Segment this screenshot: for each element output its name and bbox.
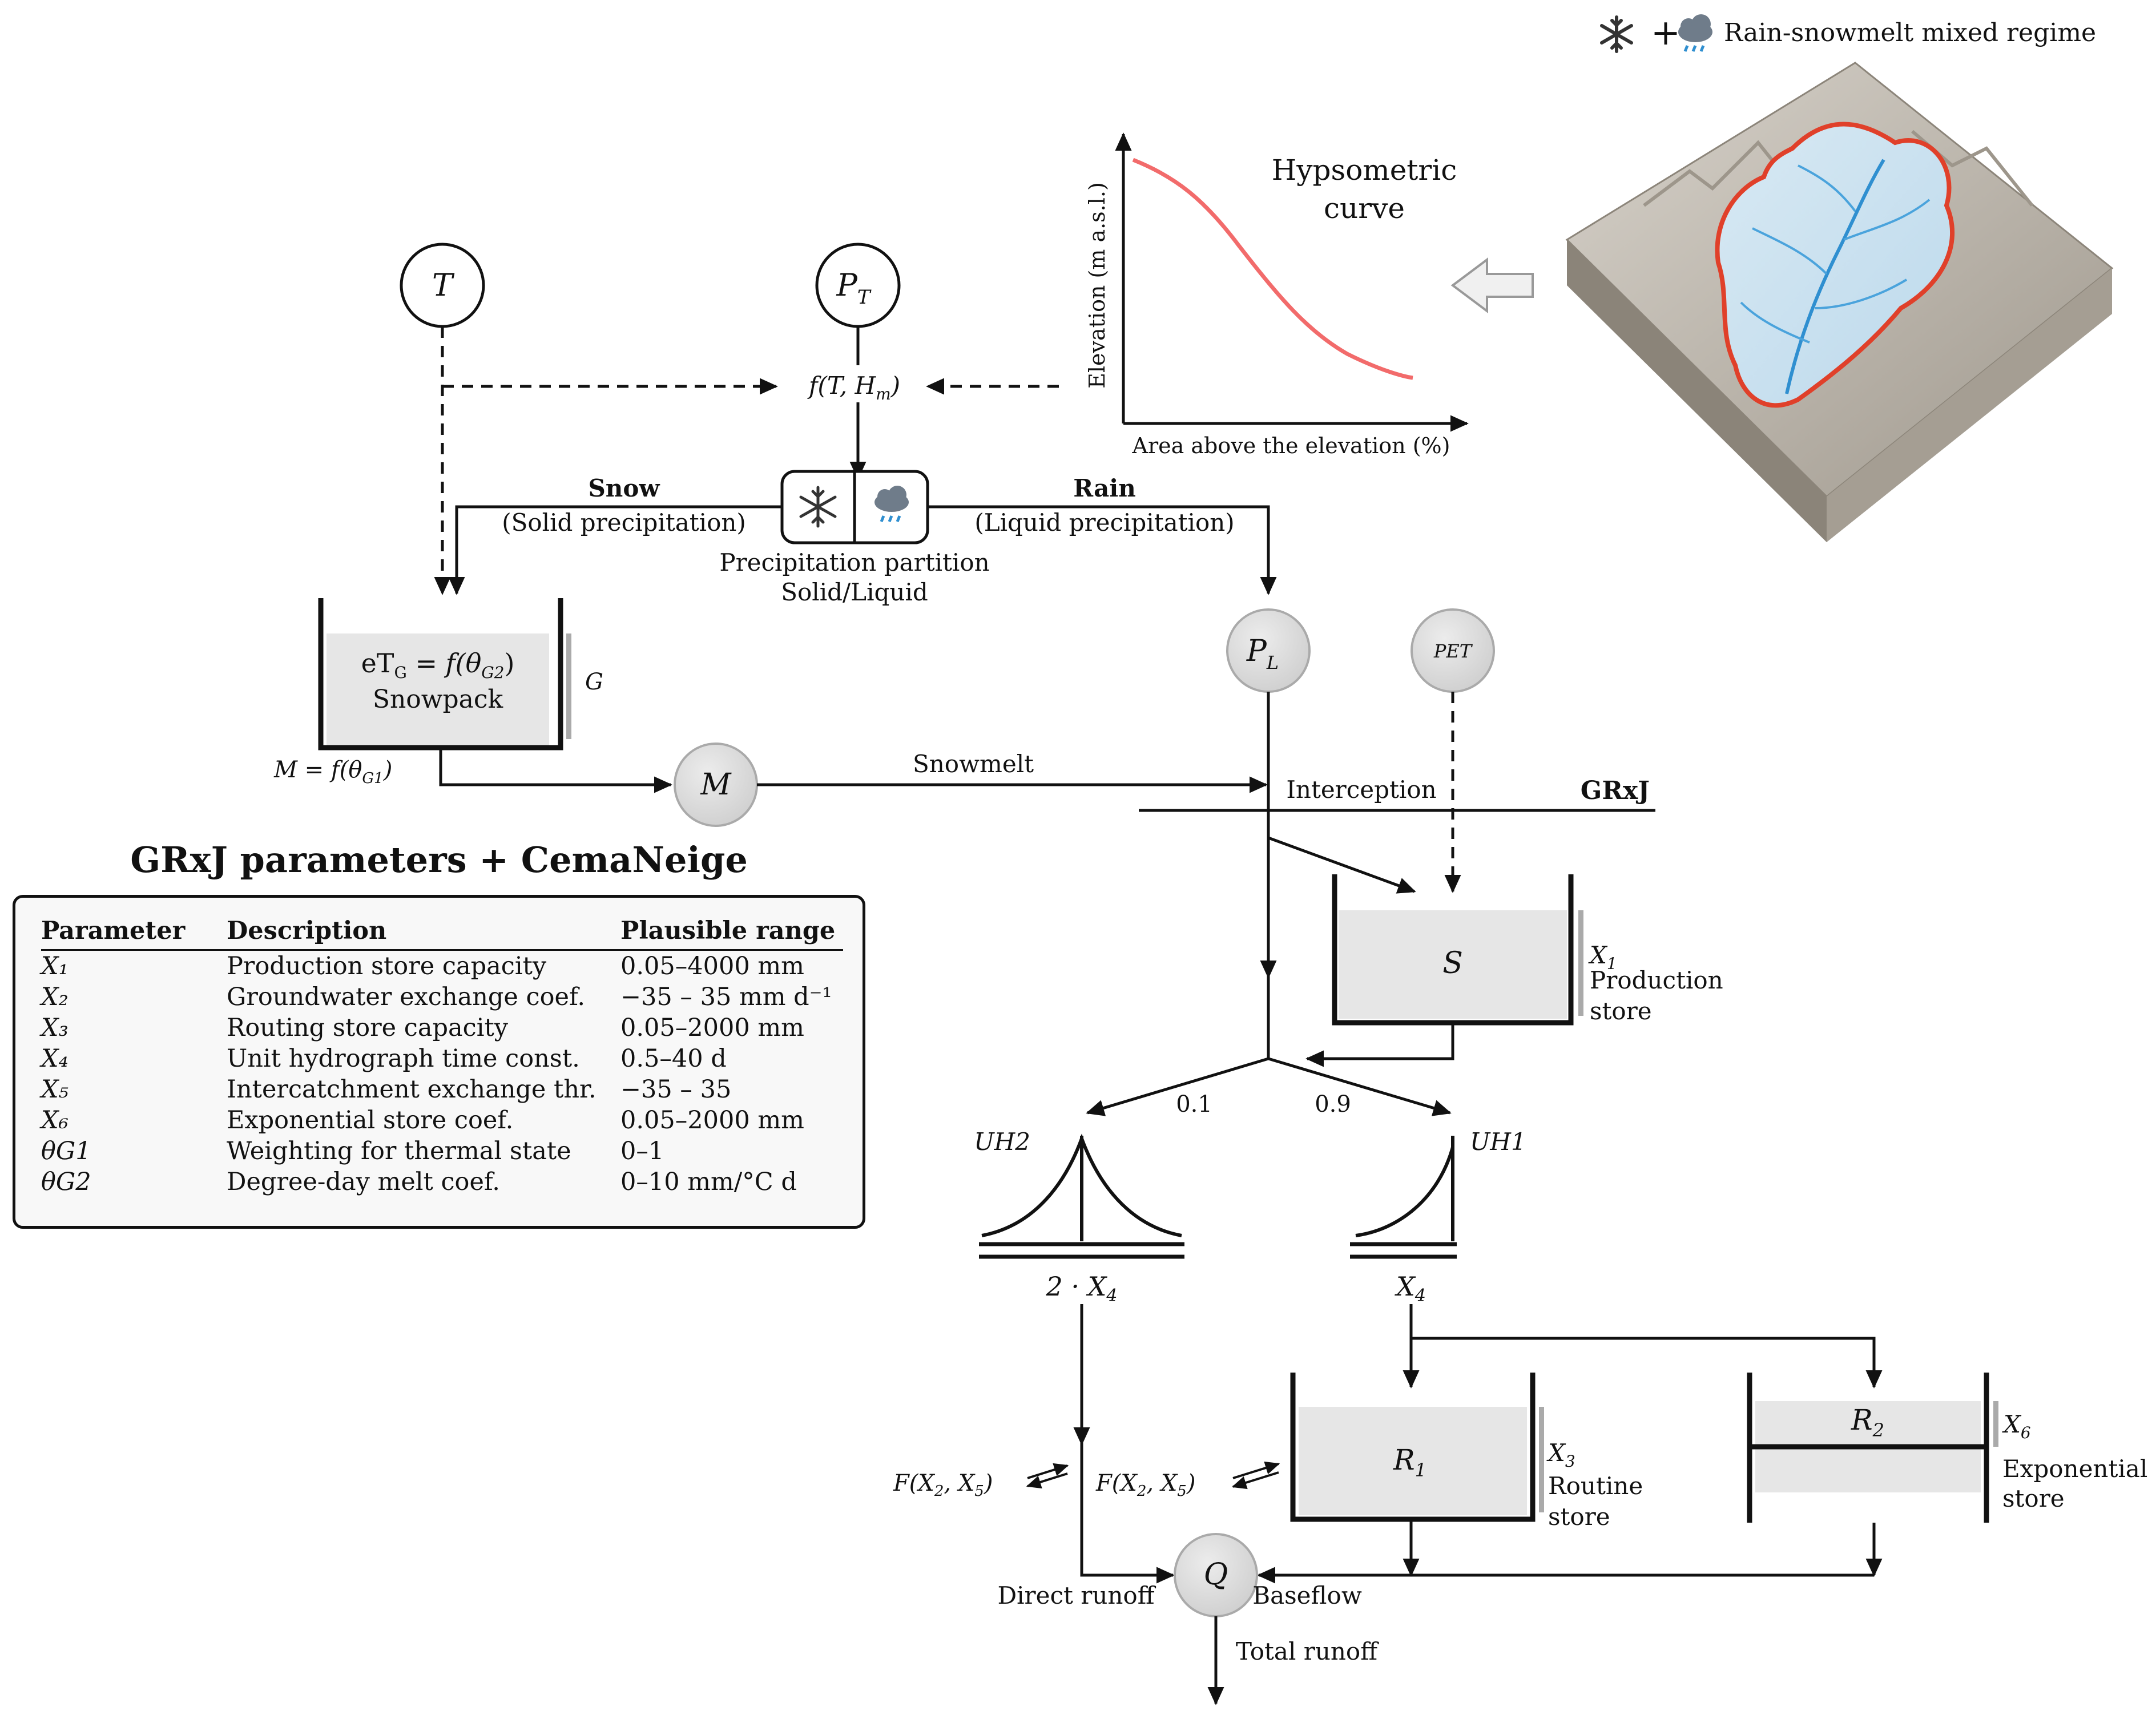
partition-caption-line2: Solid/Liquid — [781, 578, 928, 606]
partition-function: f(T, Hm) — [807, 372, 900, 403]
pet-node: PET — [1411, 608, 1495, 693]
params-table-title: GRxJ parameters + CemaNeige — [130, 839, 748, 881]
hypsometric-title-line2: curve — [1324, 192, 1405, 225]
unit-hydrograph-2: UH2 2 · X4 — [974, 1128, 1184, 1306]
exponential-store-label-line2: store — [2002, 1484, 2065, 1512]
params-table-header: Parameter Description Plausible range — [41, 915, 843, 951]
snowpack-equation: eTG = f(θG2) — [361, 648, 515, 682]
catchment-boundary — [1715, 122, 1954, 408]
svg-text:Q: Q — [1204, 1557, 1228, 1592]
header-parameter: Parameter — [41, 915, 227, 951]
exchange-arrows-icon — [1231, 1461, 1280, 1490]
snowpack-store: eTG = f(θG2) Snowpack G — [318, 598, 603, 750]
snowpack-label: Snowpack — [373, 685, 503, 714]
exponential-store-param: X6 — [2002, 1410, 2031, 1442]
svg-text:PL: PL — [1246, 634, 1279, 673]
hypsometric-xlabel: Area above the elevation (%) — [1132, 433, 1450, 458]
snowpack-param-label: G — [585, 669, 603, 695]
exponential-store-symbol: R2 — [1851, 1403, 1884, 1441]
exchange-left: F(X2, X5) — [893, 1463, 1069, 1500]
production-store-param: X1 — [1588, 941, 1617, 973]
svg-text:F(X2, X5): F(X2, X5) — [1095, 1470, 1195, 1500]
snowmelt-label: Snowmelt — [913, 750, 1034, 778]
routing-store-label-line1: Routine — [1548, 1472, 1643, 1500]
routing-store: R1 X3 Routine store — [1290, 1373, 1643, 1531]
total-runoff-node: Q — [1174, 1533, 1258, 1617]
routing-store-symbol: R1 — [1393, 1443, 1426, 1481]
exchange-arrows-icon — [1026, 1463, 1069, 1489]
svg-text:T: T — [432, 267, 455, 303]
production-store-label-line2: store — [1590, 997, 1652, 1025]
params-table-panel: Parameter Description Plausible range X₁… — [13, 895, 865, 1229]
hypsometric-ylabel: Elevation (m a.s.l.) — [1085, 182, 1110, 389]
uh2-time: 2 · X4 — [1046, 1271, 1118, 1306]
total-runoff-label: Total runoff — [1236, 1637, 1379, 1665]
snow-sublabel: (Solid precipitation) — [502, 509, 746, 536]
temperature-node: T — [400, 243, 485, 328]
rain-sublabel: (Liquid precipitation) — [974, 509, 1234, 536]
header-description: Description — [227, 915, 620, 951]
header-range: Plausible range — [620, 915, 843, 951]
partition-caption-line1: Precipitation partition — [719, 548, 989, 576]
production-store: S X1 Production store — [1332, 874, 1723, 1026]
rain-cloud-icon — [875, 486, 909, 522]
snowflake-icon — [1600, 15, 1633, 53]
melt-equation: M = f(θG1) — [273, 757, 392, 787]
uh1-time: X4 — [1395, 1271, 1426, 1306]
svg-text:F(X2, X5): F(X2, X5) — [893, 1470, 993, 1500]
production-store-symbol: S — [1442, 946, 1463, 980]
precipitation-partition-icons — [780, 470, 929, 544]
snowflake-icon — [799, 486, 837, 528]
regime-label: Rain-snowmelt mixed regime — [1724, 18, 2096, 47]
baseflow-label: Baseflow — [1252, 1581, 1362, 1609]
hypsometric-curve — [1132, 158, 1413, 380]
uh1-label: UH1 — [1470, 1128, 1526, 1156]
exponential-store: R2 X6 Exponential store — [1747, 1373, 2147, 1523]
rain-cloud-icon — [1678, 14, 1712, 52]
svg-text:M: M — [700, 768, 732, 802]
hollow-left-arrow-icon — [1450, 257, 1534, 313]
svg-text:PT: PT — [836, 267, 871, 309]
model-label: GRxJ — [1581, 776, 1650, 805]
exponential-store-label-line1: Exponential — [2002, 1455, 2147, 1483]
catchment-terrain-illustration — [1565, 62, 2114, 542]
svg-text:PET: PET — [1433, 640, 1473, 662]
uh2-label: UH2 — [974, 1128, 1030, 1156]
regime-legend: + Rain-snowmelt mixed regime — [1600, 11, 2096, 53]
regime-plus: + — [1651, 11, 1681, 53]
exchange-right: F(X2, X5) — [1095, 1461, 1280, 1500]
hypsometric-chart: Hypsometric curve Elevation (m a.s.l.) A… — [1085, 132, 1469, 458]
total-precipitation-node: PT — [815, 243, 901, 328]
production-store-label-line1: Production — [1590, 966, 1723, 994]
split-left: 0.1 — [1176, 1091, 1212, 1117]
snow-label: Snow — [588, 474, 660, 502]
split-right: 0.9 — [1315, 1091, 1351, 1117]
unit-hydrograph-1: UH1 X4 — [1350, 1128, 1526, 1306]
hypsometric-title-line1: Hypsometric — [1272, 154, 1457, 187]
melt-node: M — [674, 742, 758, 827]
direct-runoff-label: Direct runoff — [997, 1581, 1156, 1609]
routing-store-param: X3 — [1546, 1439, 1575, 1471]
routing-store-label-line2: store — [1548, 1503, 1610, 1531]
rain-label: Rain — [1073, 474, 1136, 502]
interception-label: Interception — [1286, 776, 1436, 804]
liquid-precipitation-node: PL — [1226, 608, 1311, 693]
params-table: Parameter Description Plausible range X₁… — [41, 915, 843, 1197]
